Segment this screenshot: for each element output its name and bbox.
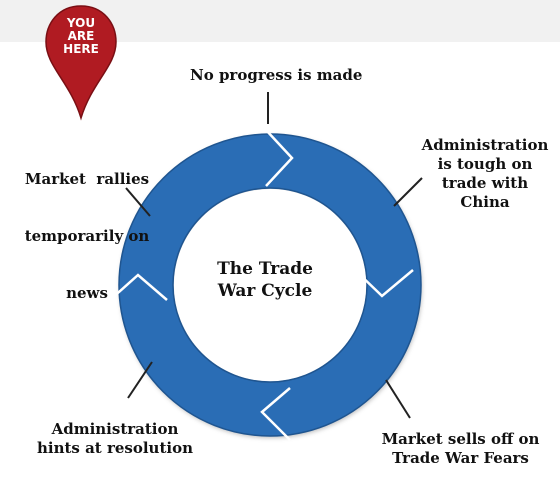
- stage-tough-on-china-line-4: China: [460, 193, 510, 211]
- stage-rallies-line-3: news: [66, 284, 108, 302]
- stage-rallies-line-1: Market rallies: [24, 170, 150, 188]
- cycle-arrowheads: [109, 129, 414, 441]
- stage-sells-off: Market sells off on Trade War Fears: [368, 430, 553, 468]
- connector-sells-off: [385, 379, 411, 419]
- stage-tough-on-china-line-1: Administration: [421, 136, 549, 154]
- connector-rallies: [125, 187, 151, 217]
- you-are-here-pin: [45, 5, 117, 121]
- stage-tough-on-china: Administration is tough on trade with Ch…: [410, 136, 560, 212]
- cycle-title: The Trade War Cycle: [205, 258, 325, 302]
- connector-lines: [125, 92, 423, 419]
- stage-tough-on-china-line-2: is tough on: [437, 155, 533, 173]
- you-are-here-label: YOU ARE HERE: [56, 17, 106, 56]
- cycle-ring-inner-edge: [172, 187, 368, 383]
- stage-sells-off-line-1: Market sells off on: [381, 430, 540, 448]
- stage-sells-off-line-2: Trade War Fears: [392, 449, 529, 467]
- arrowhead-top: [265, 129, 294, 187]
- cycle-title-line-2: War Cycle: [217, 281, 313, 301]
- stage-rallies: Market rallies temporarily on news: [2, 132, 172, 322]
- connector-tough-on-china: [393, 177, 423, 207]
- stage-no-progress: No progress is made: [190, 66, 363, 85]
- stage-hints-resolution-line-2: hints at resolution: [36, 439, 193, 457]
- pin-line-1: YOU: [66, 16, 96, 30]
- arrowhead-bottom: [260, 387, 291, 441]
- stage-no-progress-line-1: No progress is made: [190, 66, 363, 84]
- stage-hints-resolution-line-1: Administration: [51, 420, 179, 438]
- arrowhead-left: [109, 273, 168, 301]
- stage-tough-on-china-line-3: trade with: [441, 174, 529, 192]
- pin-line-3: HERE: [63, 42, 99, 56]
- cycle-center: [174, 189, 366, 381]
- cycle-title-line-1: The Trade: [217, 259, 313, 279]
- connector-hints-resolution: [127, 361, 153, 399]
- stage-rallies-line-2: temporarily on: [24, 227, 150, 245]
- stage-hints-resolution: Administration hints at resolution: [20, 420, 210, 458]
- map-pin-icon: [45, 5, 117, 121]
- arrowhead-right: [354, 269, 414, 298]
- pin-line-2: ARE: [67, 29, 95, 43]
